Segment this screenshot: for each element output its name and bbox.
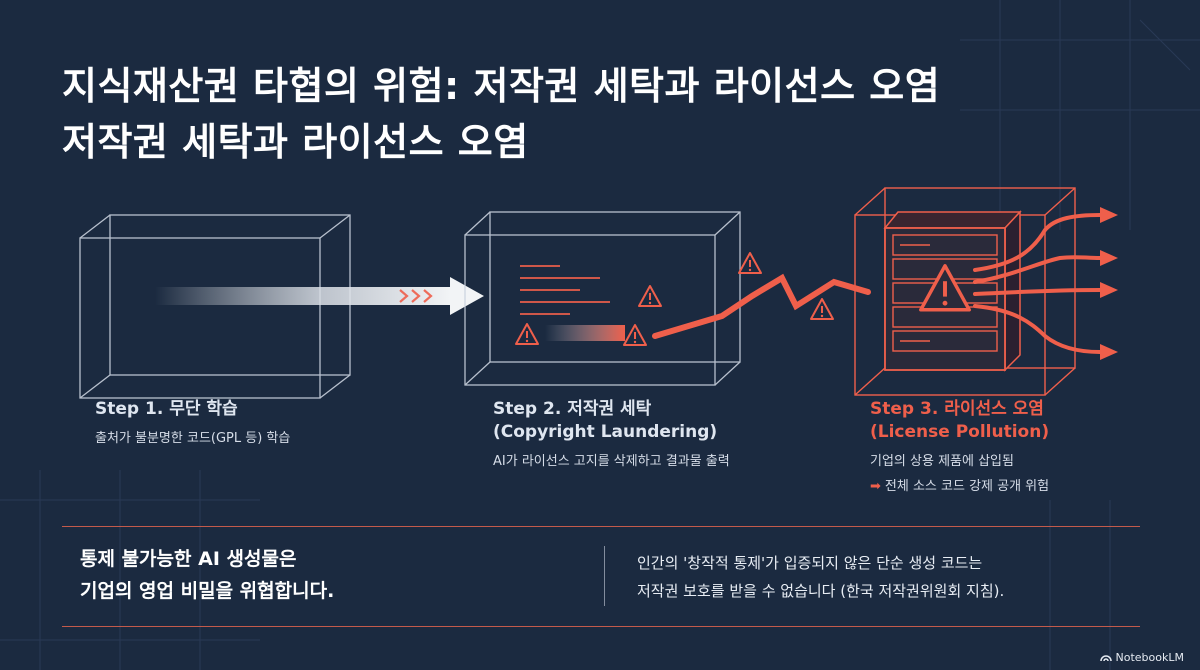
title-line-2: 저작권 세탁과 라이선스 오염 xyxy=(62,120,529,164)
bottom-left-line-2: 기업의 영업 비밀을 위협합니다. xyxy=(80,580,335,602)
page-title: 지식재산권 타협의 위험: 저작권 세탁과 라이선스 오염 저작권 세탁과 라이… xyxy=(62,58,940,170)
step3-desc2-row: ➡전체 소스 코드 강제 공개 위험 xyxy=(870,475,1049,498)
bottom-left-line-1: 통제 불가능한 AI 생성물은 xyxy=(80,548,297,570)
bottom-right-note: 인간의 '창작적 통제'가 입증되지 않은 단순 생성 코드는 저작권 보호를 … xyxy=(637,549,1004,605)
arrow-right-icon xyxy=(1100,207,1118,360)
warning-icon xyxy=(638,285,662,307)
lightning-bolt xyxy=(652,273,871,339)
step1-desc: 출처가 불분명한 코드(GPL 등) 학습 xyxy=(95,431,291,446)
laundering-bar xyxy=(545,325,625,341)
top-divider xyxy=(62,526,1140,527)
bottom-left-callout: 통제 불가능한 AI 생성물은 기업의 영업 비밀을 위협합니다. xyxy=(80,543,334,607)
notebooklm-watermark: NotebookLM xyxy=(1099,651,1184,664)
arrow-right-icon: ➡ xyxy=(870,479,881,494)
bottom-right-line-2: 저작권 보호를 받을 수 없습니다 (한국 저작권위원회 지침). xyxy=(637,582,1005,600)
bottom-divider xyxy=(62,626,1140,627)
step3-desc: 기업의 상용 제품에 삽입됨 xyxy=(870,454,1014,469)
title-line-1: 지식재산권 타협의 위험: 저작권 세탁과 라이선스 오염 xyxy=(62,64,941,108)
pollution-arrows xyxy=(973,213,1102,354)
step2-desc: AI가 라이선스 고지를 삭제하고 결과물 출력 xyxy=(493,454,730,469)
vertical-divider xyxy=(604,546,605,606)
warning-icon xyxy=(623,324,647,346)
step1-title: Step 1. 무단 학습 xyxy=(95,399,238,419)
step3-desc2: 전체 소스 코드 강제 공개 위험 xyxy=(884,479,1050,494)
bottom-right-line-1: 인간의 '창작적 통제'가 입증되지 않은 단순 생성 코드는 xyxy=(637,554,983,572)
warning-icon xyxy=(515,323,539,345)
step2-title: Step 2. 저작권 세탁 xyxy=(493,399,652,419)
step3-subtitle: (License Pollution) xyxy=(870,422,1050,442)
step2-subtitle: (Copyright Laundering) xyxy=(493,422,718,442)
step3-title: Step 3. 라이선스 오염 xyxy=(870,399,1044,419)
step1-box xyxy=(79,214,351,399)
arrow-right-icon xyxy=(155,277,484,315)
code-lines xyxy=(520,265,610,315)
warning-icon xyxy=(810,298,834,320)
server-icon xyxy=(883,210,1022,372)
watermark-text: NotebookLM xyxy=(1115,651,1184,664)
step3-label: Step 3. 라이선스 오염 (License Pollution) 기업의 … xyxy=(870,398,1049,498)
step1-label: Step 1. 무단 학습 출처가 불분명한 코드(GPL 등) 학습 xyxy=(95,398,290,450)
step2-label: Step 2. 저작권 세탁 (Copyright Laundering) AI… xyxy=(493,398,730,473)
warning-icon xyxy=(738,252,762,274)
step2-box xyxy=(464,211,741,386)
notebooklm-logo-icon xyxy=(1099,655,1112,662)
